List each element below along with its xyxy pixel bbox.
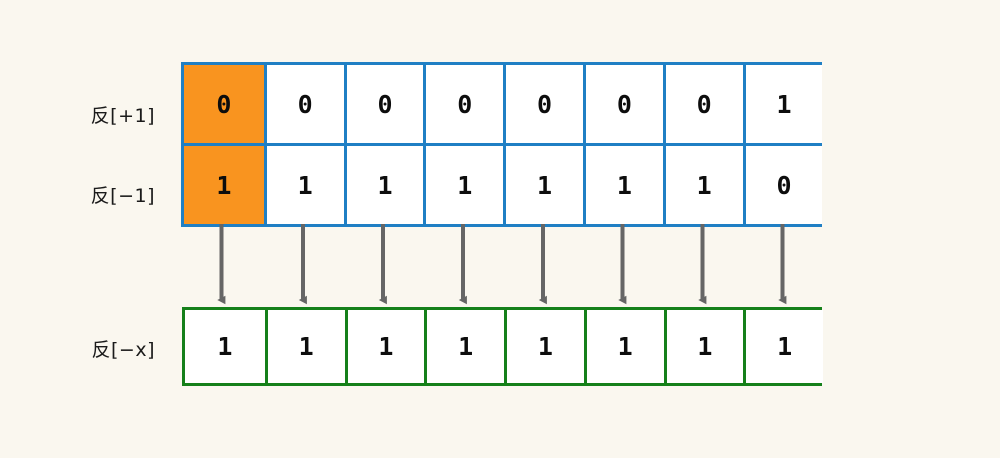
bit-cell: 1: [503, 146, 583, 224]
result-cell: 1: [504, 310, 584, 383]
bit-cell: 1: [582, 146, 663, 224]
result-cell: 1: [424, 310, 504, 383]
result-cell: 1: [264, 310, 345, 383]
result-cell: 1: [185, 310, 265, 383]
bit-cell: 0: [263, 65, 344, 143]
bit-cell: 0: [423, 65, 504, 143]
bit-cell: 1: [662, 146, 743, 224]
bit-cell: 1: [184, 146, 264, 224]
green-result-row: 1 1 1 1 1 1 1 1: [182, 307, 823, 386]
bit-cell: 1: [343, 146, 424, 224]
bit-cell: 1: [423, 146, 504, 224]
bit-cell: 0: [343, 65, 424, 143]
blue-bit-grid: 0 0 0 0 0 0 0 1 1 1 1 1 1 1 1 0: [181, 62, 823, 227]
bit-cell: 0: [662, 65, 743, 143]
bit-cell: 1: [742, 65, 823, 143]
row-label-minus1: 反[−1]: [90, 185, 155, 207]
row-label-minusx: 反[−x]: [91, 339, 155, 361]
bit-cell: 0: [503, 65, 583, 143]
result-cell: 1: [663, 310, 744, 383]
bit-row-minus1: 1 1 1 1 1 1 1 0: [184, 143, 823, 224]
bit-cell: 0: [582, 65, 663, 143]
bit-row-plus1: 0 0 0 0 0 0 0 1: [184, 65, 823, 143]
result-cell: 1: [344, 310, 425, 383]
result-cell: 1: [583, 310, 664, 383]
bit-cell: 0: [742, 146, 823, 224]
result-cell: 1: [743, 310, 823, 383]
bit-cell: 1: [263, 146, 344, 224]
bit-cell: 0: [184, 65, 264, 143]
row-label-plus1: 反[+1]: [90, 105, 155, 127]
